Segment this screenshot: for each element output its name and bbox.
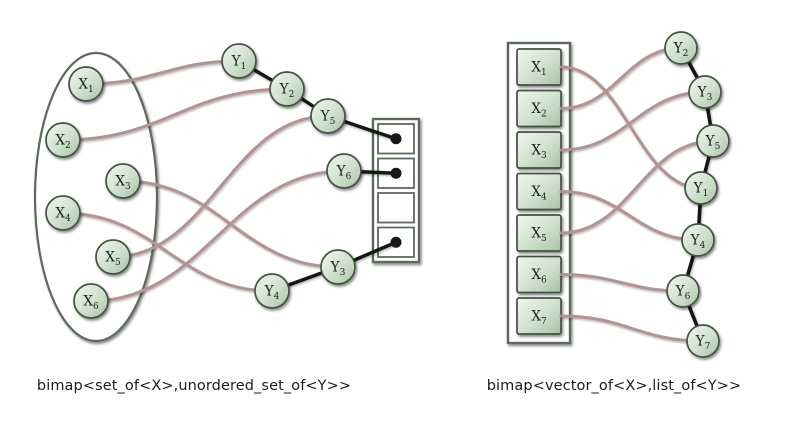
left-node-Y3-label: Y3 xyxy=(330,260,346,279)
right-node-Y1-circle xyxy=(684,171,718,205)
relation-edge-X2-Y2 xyxy=(559,46,683,110)
left-node-Y3-circle xyxy=(320,249,356,285)
left-node-Y4-label: Y4 xyxy=(264,284,280,303)
vector-cell-label-X3: X3 xyxy=(531,143,547,162)
bucket-dot-2 xyxy=(390,167,402,179)
vector-cell-label-X1: X1 xyxy=(531,60,546,79)
left-node-Y6-circle xyxy=(326,153,362,189)
left-node-X3-circle xyxy=(105,163,141,199)
left-node-X3-label: X3 xyxy=(115,174,131,193)
relation-edge-X5-Y5 xyxy=(559,139,715,235)
vector-cell-label-X2: X2 xyxy=(531,101,546,120)
left-node-Y2-label: Y2 xyxy=(279,82,295,101)
left-node-X2-circle xyxy=(45,122,81,158)
relation-edge-X5-Y5 xyxy=(111,114,330,259)
left-node-Y2-circle xyxy=(269,71,305,107)
vector-cell-label-X7: X7 xyxy=(531,309,547,328)
bucket-cell-3 xyxy=(377,192,415,224)
vector-cell-label-X4: X4 xyxy=(531,184,547,203)
right-node-Y2-label: Y2 xyxy=(673,41,689,60)
left-node-X2-label: X2 xyxy=(55,133,70,152)
right-node-Y4-label: Y4 xyxy=(690,233,706,252)
left-relation-edges xyxy=(61,59,346,303)
right-node-Y2-circle xyxy=(664,31,698,65)
relation-edge-X6-Y6 xyxy=(89,169,346,303)
left-node-X4-circle xyxy=(45,195,81,231)
left-node-Y6-label: Y6 xyxy=(336,164,352,183)
left-node-Y5-label: Y5 xyxy=(320,109,336,128)
right-node-Y5-circle xyxy=(696,124,730,158)
right-node-Y1-label: Y1 xyxy=(693,181,709,200)
right-node-Y6-circle xyxy=(666,274,700,308)
vector-cell-label-X5: X5 xyxy=(531,226,547,245)
left-node-X4-label: X4 xyxy=(55,206,71,225)
left-node-Y5-circle xyxy=(310,98,346,134)
relation-edge-X4-Y4 xyxy=(61,211,274,293)
caption-right-bimap-vector-list: bimap<vector_of<X>,list_of<Y>> xyxy=(486,378,742,394)
left-node-X1-circle xyxy=(68,66,104,102)
right-node-Y7-circle xyxy=(686,324,720,358)
right-node-Y4-circle xyxy=(681,223,715,257)
relation-edge-X1-Y1 xyxy=(84,59,241,86)
left-node-Y1-label: Y1 xyxy=(231,54,247,73)
left-node-Y4-circle xyxy=(254,273,290,309)
bucket-dot-4 xyxy=(390,236,402,248)
relation-edge-X7-Y7 xyxy=(559,314,705,343)
left-node-X6-label: X6 xyxy=(83,294,99,313)
relation-edge-X6-Y6 xyxy=(559,273,685,293)
relation-edge-X4-Y4 xyxy=(559,190,700,242)
right-node-Y6-label: Y6 xyxy=(675,284,691,303)
left-node-Y1-circle xyxy=(221,43,257,79)
relation-edge-X1-Y1 xyxy=(559,65,703,190)
left-node-X6-circle xyxy=(73,283,109,319)
right-node-Y3-circle xyxy=(688,75,722,109)
left-node-X1-label: X1 xyxy=(78,77,93,96)
left-node-X5-circle xyxy=(95,239,131,275)
left-node-X5-label: X5 xyxy=(105,250,121,269)
right-node-Y5-label: Y5 xyxy=(705,134,721,153)
bucket-dot-1 xyxy=(390,133,402,145)
relation-edge-X2-Y2 xyxy=(61,87,289,142)
relation-edge-X3-Y3 xyxy=(559,90,707,152)
vector-cell-label-X6: X6 xyxy=(531,267,547,286)
caption-left-bimap-set-unordered-set: bimap<set_of<X>,unordered_set_of<Y>> xyxy=(36,378,352,394)
right-node-Y7-label: Y7 xyxy=(695,334,711,353)
right-node-Y3-label: Y3 xyxy=(697,85,713,104)
